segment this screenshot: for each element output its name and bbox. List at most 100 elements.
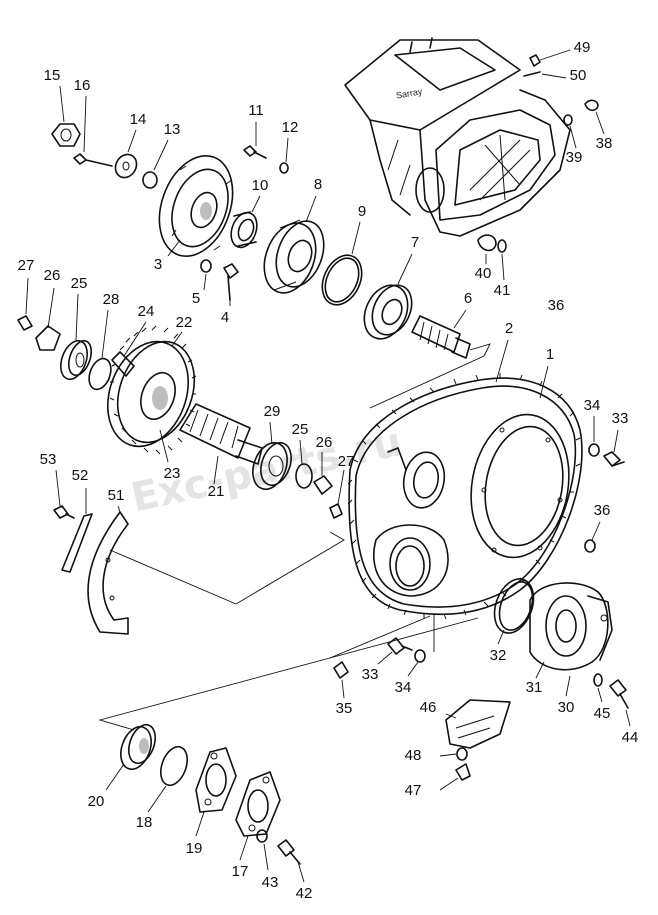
part-label-12: 12	[282, 119, 299, 136]
bolt-47	[439, 763, 471, 791]
part-label-46: 46	[420, 699, 437, 716]
bolt-33	[603, 429, 625, 467]
part-label-26b: 26	[316, 434, 333, 451]
part-label-36: 36	[548, 297, 565, 314]
part-label-39: 39	[566, 149, 583, 166]
part-label-36b: 36	[594, 502, 611, 519]
pin-35	[333, 661, 349, 699]
part-label-25: 25	[71, 275, 88, 292]
washer-13	[142, 139, 169, 189]
part-label-5: 5	[192, 290, 200, 307]
part-label-34: 34	[584, 397, 601, 414]
main-housing-2	[347, 339, 583, 620]
bolt-42	[277, 839, 305, 883]
bolt-16	[73, 95, 113, 167]
part-label-43: 43	[262, 874, 279, 891]
part-label-27: 27	[18, 257, 35, 274]
bolt-4	[223, 263, 239, 306]
part-label-47: 47	[405, 782, 422, 799]
part-label-25b: 25	[292, 421, 309, 438]
washer-5	[200, 259, 212, 291]
bolt-11	[243, 122, 267, 159]
gear-shaft-6	[411, 309, 471, 359]
bracket-17	[235, 771, 281, 861]
bearing-20	[105, 723, 156, 791]
part-label-17: 17	[232, 863, 249, 880]
bolt-49	[529, 49, 571, 67]
part-label-29: 29	[264, 403, 281, 420]
cover-8	[263, 195, 325, 294]
ring-28	[88, 309, 112, 391]
flange-3	[158, 154, 234, 258]
part-label-3: 3	[154, 256, 162, 273]
washer-50	[523, 71, 567, 79]
upper-housing: Sarray	[344, 37, 571, 237]
part-label-49: 49	[574, 39, 591, 56]
bearing-7	[363, 253, 413, 340]
bracket-46	[445, 699, 511, 749]
part-label-21: 21	[208, 483, 225, 500]
hub-23	[159, 429, 169, 463]
part-label-27b: 27	[338, 453, 355, 470]
part-label-40: 40	[475, 265, 492, 282]
bearing-25	[60, 293, 93, 381]
part-label-30: 30	[558, 699, 575, 716]
washer-48	[439, 747, 468, 761]
part-label-2: 2	[505, 320, 513, 337]
part-label-52: 52	[72, 467, 89, 484]
part-label-11: 11	[248, 102, 264, 119]
plate-26b	[313, 452, 333, 495]
bolt-33b	[377, 637, 413, 665]
part-label-28: 28	[103, 291, 120, 308]
part-label-38: 38	[596, 135, 613, 152]
bearing-25b	[295, 439, 313, 489]
part-label-44: 44	[622, 729, 639, 746]
part-label-33: 33	[612, 410, 629, 427]
part-label-51: 51	[108, 487, 125, 504]
part-label-22: 22	[176, 314, 193, 331]
part-label-14: 14	[130, 111, 147, 128]
cap-30	[565, 675, 571, 697]
part-label-10: 10	[252, 177, 269, 194]
part-label-24: 24	[138, 303, 155, 320]
plug-40	[477, 234, 497, 264]
oring-9	[321, 221, 363, 306]
part-label-16: 16	[74, 77, 91, 94]
washer-45	[593, 673, 603, 703]
part-label-4: 4	[221, 309, 229, 326]
part-label-41: 41	[494, 282, 511, 299]
collar-24	[111, 321, 147, 377]
part-label-34b: 34	[395, 679, 412, 696]
part-label-26: 26	[44, 267, 61, 284]
part-label-18: 18	[136, 814, 153, 831]
washer-34b	[407, 649, 426, 677]
washer-14	[114, 129, 138, 179]
nut-15	[51, 85, 81, 147]
gear-22	[106, 325, 197, 455]
part-label-7: 7	[411, 234, 419, 251]
part-label-13: 13	[164, 121, 181, 138]
part-label-45: 45	[594, 705, 611, 722]
bracket-19	[195, 747, 237, 837]
plate-26	[35, 287, 61, 351]
plug-38	[584, 99, 605, 135]
part-label-19: 19	[186, 840, 203, 857]
snap-ring-18	[147, 745, 188, 813]
shaft-21	[179, 403, 263, 485]
part-label-23: 23	[164, 465, 181, 482]
oring-41	[497, 239, 507, 281]
part-label-15: 15	[44, 67, 61, 84]
bracket-51	[87, 505, 129, 635]
part-label-35: 35	[336, 700, 353, 717]
part-label-32: 32	[490, 647, 507, 664]
oring-32	[493, 578, 535, 645]
washer-34	[588, 416, 600, 457]
oring-39	[563, 114, 577, 149]
housing-label: Sarray	[395, 86, 423, 101]
part-label-33b: 33	[362, 666, 379, 683]
part-label-20: 20	[88, 793, 105, 810]
bearing-29	[252, 421, 292, 491]
